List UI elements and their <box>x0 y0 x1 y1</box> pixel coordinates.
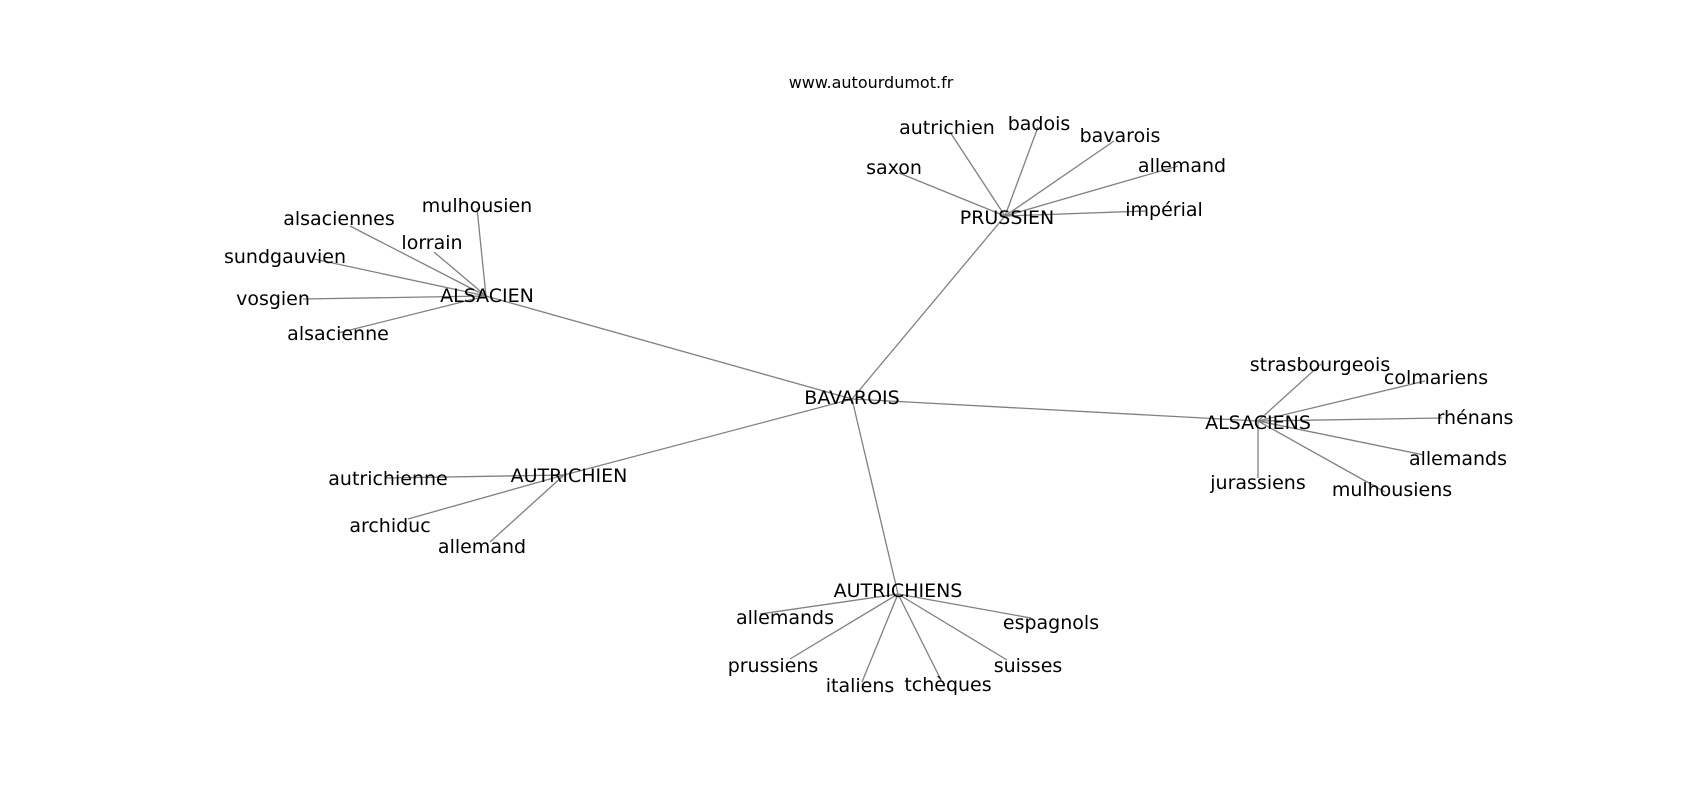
hub-node-label: AUTRICHIEN <box>511 465 628 487</box>
word-node-label: autrichienne <box>328 468 447 490</box>
word-node-label: archiduc <box>349 515 430 537</box>
edge-center-to-hub <box>485 295 853 400</box>
edge-center-to-hub <box>851 398 899 595</box>
edge-hub-to-word <box>476 207 487 297</box>
word-node-label: alsaciennes <box>283 208 395 230</box>
word-node-label: prussiens <box>728 655 819 677</box>
word-node-label: lorrain <box>401 232 462 254</box>
edge-hub-to-word <box>949 131 1006 217</box>
edge-hub-to-word <box>1257 420 1425 456</box>
word-node-label: allemands <box>1409 448 1507 470</box>
hub-node-label: ALSACIENS <box>1205 412 1311 434</box>
edge-hub-to-word <box>789 593 899 660</box>
word-node-label: allemand <box>438 536 526 558</box>
source-url: www.autourdumot.fr <box>789 73 954 92</box>
word-node-label: badois <box>1008 113 1071 135</box>
word-node-label: allemand <box>1138 155 1226 177</box>
word-node-label: tchèques <box>904 674 991 696</box>
edge-hub-to-word <box>1004 140 1115 217</box>
word-node-label: rhénans <box>1437 407 1514 429</box>
edge-hub-to-word <box>1257 417 1443 422</box>
word-node-label: sundgauvien <box>224 246 346 268</box>
edge-hub-to-word <box>897 593 943 683</box>
word-node-label: allemands <box>736 607 834 629</box>
edge-hub-to-word <box>302 295 487 300</box>
graph-labels: www.autourdumot.fr BAVAROIS PRUSSIEN saxo… <box>224 73 1513 697</box>
word-node-label: bavarois <box>1080 125 1161 147</box>
edge-hub-to-word <box>1004 126 1039 217</box>
word-node-label: espagnols <box>1003 612 1099 634</box>
edge-hub-to-word <box>897 593 1032 619</box>
edge-hub-to-word <box>349 225 487 297</box>
edge-hub-to-word <box>1257 380 1426 422</box>
word-node-label: vosgien <box>236 288 310 310</box>
edge-hub-to-word <box>337 295 487 334</box>
edge-center-to-hub <box>851 398 1259 422</box>
graph-edges <box>302 126 1443 683</box>
center-node-label: BAVAROIS <box>804 387 899 409</box>
word-node-label: jurassiens <box>1209 472 1305 494</box>
edge-hub-to-word <box>433 251 487 297</box>
edge-hub-to-word <box>1004 210 1147 217</box>
edge-hub-to-word <box>861 593 899 683</box>
edge-hub-to-word <box>1257 363 1322 422</box>
hub-node-label: AUTRICHIENS <box>834 580 963 602</box>
edge-hub-to-word <box>759 593 899 615</box>
edge-center-to-hub <box>851 215 1006 400</box>
edge-hub-to-word <box>898 172 1006 217</box>
word-node-label: colmariens <box>1384 367 1488 389</box>
edge-hub-to-word <box>313 258 487 297</box>
word-node-label: italiens <box>826 675 895 697</box>
word-node-label: impérial <box>1125 199 1203 221</box>
word-node-label: mulhousien <box>422 195 532 217</box>
word-node-label: alsacienne <box>287 323 389 345</box>
word-node-label: strasbourgeois <box>1250 354 1390 376</box>
hub-node-label: PRUSSIEN <box>960 207 1055 229</box>
edge-hub-to-word <box>489 474 565 543</box>
edge-hub-to-word <box>385 474 565 479</box>
edge-hub-to-word <box>1004 165 1179 217</box>
edge-center-to-hub <box>563 398 853 476</box>
word-node-label: saxon <box>866 157 922 179</box>
edge-hub-to-word <box>1257 420 1386 493</box>
word-node-label: autrichien <box>899 117 995 139</box>
edge-hub-to-word <box>897 593 1008 661</box>
word-node-label: mulhousiens <box>1332 479 1452 501</box>
word-node-label: suisses <box>994 655 1063 677</box>
hub-node-label: ALSACIEN <box>440 285 534 307</box>
edge-hub-to-word <box>407 474 565 520</box>
